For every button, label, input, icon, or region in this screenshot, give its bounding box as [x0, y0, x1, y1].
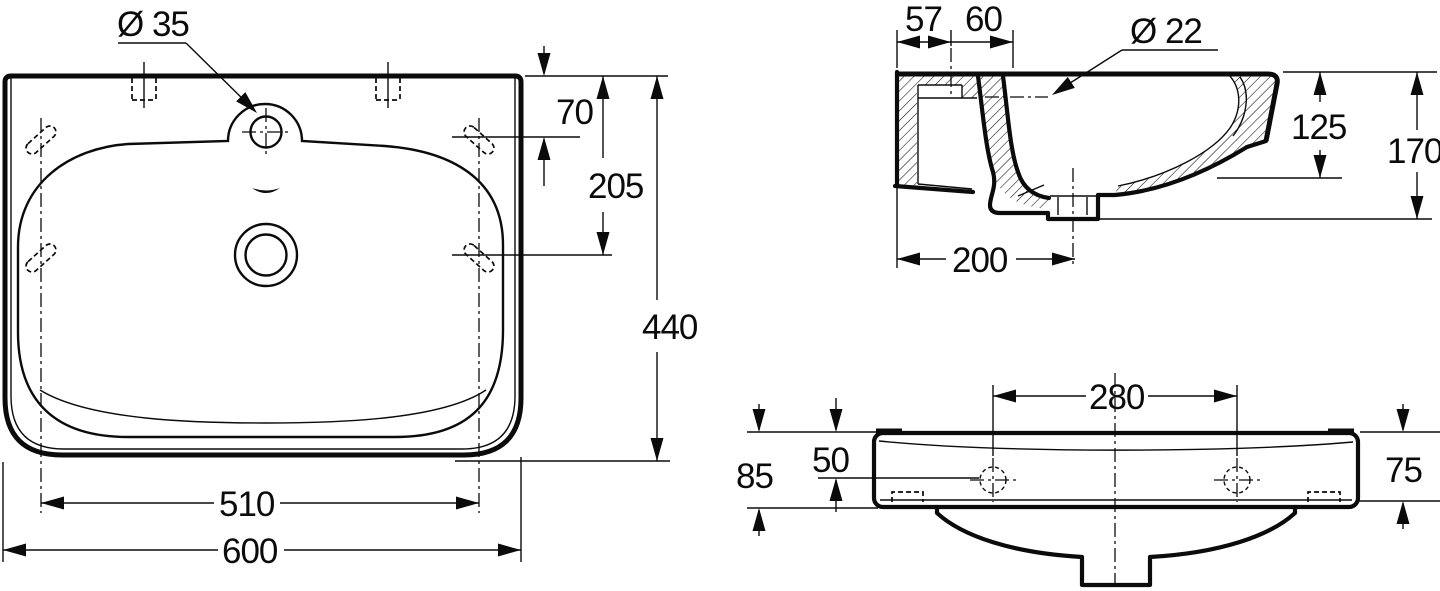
dim-125-label: 125: [1291, 108, 1346, 147]
dim-440-label: 440: [642, 308, 698, 347]
front-apron: [934, 504, 1298, 588]
rear-fixing-slots: [131, 62, 401, 108]
front-body: [871, 430, 1361, 510]
section-interior-lines: [917, 73, 1247, 190]
dim-70-label: 70: [556, 93, 593, 132]
faucet-hole: [242, 108, 290, 156]
dim-200-label: 200: [952, 241, 1008, 280]
basin-outer-contour: [2, 73, 524, 458]
dim-170-label: 170: [1387, 132, 1440, 171]
dim-85: 85: [736, 404, 774, 536]
dim-600-label: 600: [222, 532, 278, 571]
section-bowl-surface: [1095, 144, 1250, 198]
dim-280: 280: [992, 378, 1238, 456]
section-view: Ø 22 57 60 125: [892, 0, 1440, 280]
dim-440: 440: [642, 76, 699, 461]
bowl-bottom-inner-line: [39, 389, 487, 424]
dim-205: 205: [588, 76, 644, 255]
section-rim-ledge: [1244, 138, 1269, 150]
dim-510-label: 510: [219, 485, 275, 524]
dim-50-label: 50: [812, 441, 849, 480]
section-drain-boss: [1017, 168, 1101, 268]
dim-57-60: 57 60: [896, 0, 1014, 68]
dim-170: 170: [1085, 72, 1440, 220]
front-fixing-holes: [970, 458, 1260, 502]
dim-280-label: 280: [1089, 378, 1145, 417]
dim-57-label: 57: [905, 0, 942, 39]
section-overflow-wall: [975, 73, 1051, 216]
top-view: Ø 35 70 205 440: [2, 5, 699, 571]
section-bowl-back-wall: [1000, 73, 1052, 201]
dim-510: 510: [41, 485, 479, 524]
dim-200: 200: [896, 170, 1075, 280]
faucet-dia-leader: [118, 42, 262, 118]
dim-75-label: 75: [1385, 451, 1422, 490]
dim-85-label: 85: [736, 457, 773, 496]
dim-tap-dia-label: Ø 22: [1130, 12, 1202, 51]
section-deck: [895, 71, 1280, 142]
dim-60-label: 60: [965, 0, 1002, 39]
front-view: 280 85 50 75: [736, 373, 1440, 591]
dim-faucet-dia-label: Ø 35: [117, 5, 189, 44]
dim-600: 600: [3, 532, 521, 571]
front-fixing-slot-right: [1307, 491, 1341, 502]
front-fixing-slot-left: [891, 491, 924, 502]
dim-70: 70: [537, 46, 594, 186]
dim-125: 125: [1217, 71, 1437, 179]
dim-50: 50: [812, 398, 850, 512]
dim-205-label: 205: [588, 167, 643, 206]
overflow-mark: [252, 188, 280, 193]
bowl-outline: [16, 102, 505, 439]
basin-inner-rim-line: [10, 78, 516, 450]
bolt-slots: [25, 118, 495, 513]
tap-hole-axis: [950, 48, 1218, 101]
front-deck-edge: [878, 440, 1354, 451]
drain-hole: [233, 222, 299, 288]
section-wall-bottom: [892, 183, 976, 195]
dim-75: 75: [1385, 404, 1423, 529]
